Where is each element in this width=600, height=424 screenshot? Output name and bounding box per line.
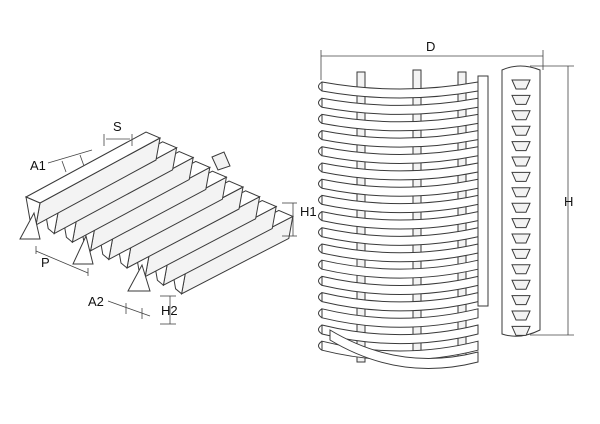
ring-wires [318, 81, 479, 369]
wire-profile-tooth [511, 218, 531, 229]
ring-wire [321, 259, 479, 279]
ring-wire-end [318, 178, 323, 189]
support-rod-front-1 [19, 211, 41, 240]
dimension-h2: H2 [160, 295, 178, 325]
ring-wire-end [318, 259, 323, 270]
ring-wire [321, 146, 479, 164]
ring-wire [321, 243, 479, 263]
ring-wire [321, 113, 479, 132]
ring-wire-end [318, 81, 323, 92]
dimension-h: H [530, 65, 574, 336]
ring-wire [321, 308, 479, 328]
wire-profile-tooth [511, 248, 531, 259]
wire-profile-tooth [511, 202, 531, 213]
label-p: P [41, 255, 50, 270]
ring-wire-end [318, 113, 323, 124]
profile-column [501, 65, 541, 337]
wire-profile-tooth [511, 325, 531, 336]
dimension-s: S [103, 119, 133, 146]
wire-profile-tooth [511, 110, 531, 121]
label-a2: A2 [88, 294, 104, 309]
label-d: D [426, 39, 435, 54]
ring-wire-end [318, 243, 323, 254]
wire-profile-tooth [511, 94, 531, 105]
dimension-a1: A1 [30, 149, 93, 173]
ring-wire-end [318, 227, 323, 238]
wire-profile-tooth [511, 310, 531, 321]
wire-profile-tooth [511, 264, 531, 275]
ring-wire-end [318, 324, 323, 335]
cylindrical-screen [318, 65, 541, 369]
dimension-h1: H1 [282, 202, 317, 237]
ring-wire [321, 97, 479, 115]
support-rod-front-2 [72, 234, 94, 265]
wire-profile-tooth [511, 295, 531, 306]
wire-profile-tooth [511, 187, 531, 198]
base-ring [329, 329, 479, 369]
ring-wire [321, 227, 479, 246]
label-a1: A1 [30, 158, 46, 173]
label-h: H [564, 194, 573, 209]
ring-wire [321, 162, 479, 181]
ring-wire [321, 129, 479, 148]
label-s: S [113, 119, 122, 134]
ring-wire [321, 178, 479, 197]
flat-screen-panel [19, 131, 294, 295]
dimension-a2: A2 [88, 294, 151, 319]
support-rod-back [211, 151, 231, 171]
ring-wire [321, 210, 479, 230]
support-strip [477, 75, 489, 307]
wire-profile-tooth [511, 141, 531, 152]
wire-profile-tooth [511, 156, 531, 167]
ring-wire-end [318, 162, 323, 173]
ring-wire-end [318, 146, 323, 157]
label-h1: H1 [300, 204, 317, 219]
wire-profile-tooth [511, 233, 531, 244]
ring-wire-end [318, 340, 323, 351]
wedge-bars [24, 131, 294, 295]
ring-wire-end [318, 130, 323, 141]
ring-wire-end [318, 97, 323, 108]
ring-wire [321, 194, 479, 214]
ring-wire [321, 275, 479, 295]
wire-profile-section [501, 65, 541, 337]
ring-wire [321, 324, 479, 345]
wire-profile-tooth [511, 171, 531, 182]
dimension-p: P [35, 246, 89, 276]
ring-wire-end [318, 194, 323, 205]
ring-wire-end [318, 275, 323, 286]
ring-wire-end [318, 292, 323, 303]
wire-profile-tooth [511, 79, 531, 90]
support-rod-front-3 [127, 263, 151, 292]
ring-wire-end [318, 211, 323, 222]
ring-wire [321, 291, 479, 312]
label-h2: H2 [161, 303, 178, 318]
ring-wire [321, 81, 479, 99]
wire-profile-tooth [511, 125, 531, 136]
ring-wire-end [318, 308, 323, 319]
wire-profile-tooth [511, 279, 531, 290]
dimension-d: D [320, 39, 544, 80]
